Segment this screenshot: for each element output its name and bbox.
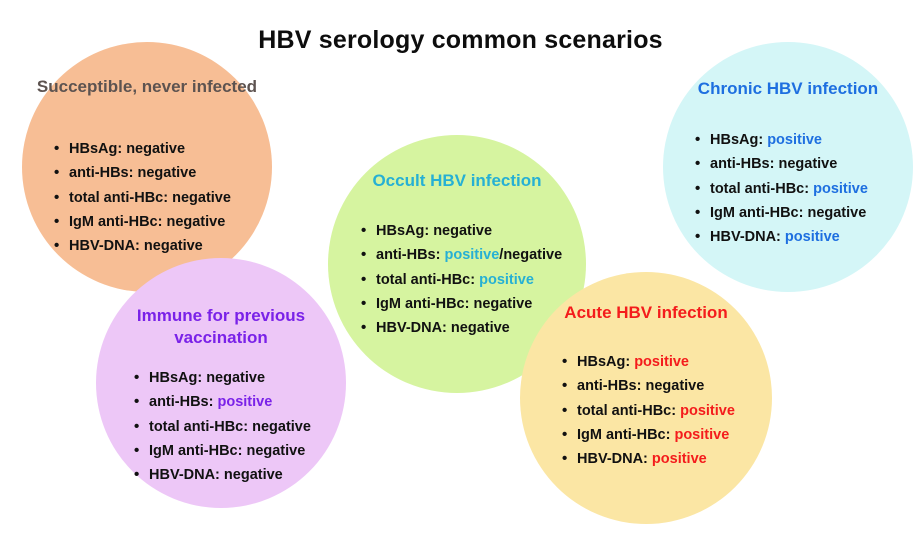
marker-label: HBV-DNA: xyxy=(149,467,224,484)
marker-row: anti-HBs: negative xyxy=(695,151,913,177)
marker-value: negative xyxy=(126,141,186,157)
marker-value: negative xyxy=(246,443,306,460)
marker-value: negative xyxy=(172,189,231,206)
marker-value: positive xyxy=(813,180,868,197)
marker-row: total anti-HBc: negative xyxy=(134,414,346,440)
marker-label: total anti-HBc: xyxy=(710,180,814,197)
marker-value: positive xyxy=(217,394,273,411)
marker-label: IgM anti-HBc: xyxy=(376,296,474,313)
marker-value-alt: negative xyxy=(503,247,563,264)
marker-label: HBsAg: xyxy=(376,223,434,239)
marker-value: negative xyxy=(143,238,203,255)
bubble-occult-heading: Occult HBV infection xyxy=(372,171,542,190)
marker-row: HBV-DNA: positive xyxy=(562,446,772,472)
bubble-immune: Immune for previous vaccination HBsAg: n… xyxy=(96,258,346,508)
marker-value: negative xyxy=(645,378,705,395)
marker-value: positive xyxy=(444,247,500,264)
marker-label: HBsAg: xyxy=(69,141,127,157)
marker-value: positive xyxy=(784,229,840,246)
marker-row: total anti-HBc: positive xyxy=(361,267,586,293)
marker-value: positive xyxy=(651,451,707,468)
marker-value: negative xyxy=(137,165,197,182)
marker-label: anti-HBs: xyxy=(577,378,646,395)
marker-label: HBV-DNA: xyxy=(710,229,785,246)
marker-row: HBsAg: negative xyxy=(54,136,272,162)
marker-label: total anti-HBc: xyxy=(577,402,681,419)
marker-label: anti-HBs: xyxy=(69,165,138,182)
marker-row: HBsAg: positive xyxy=(695,127,913,153)
marker-row: IgM anti-HBc: negative xyxy=(361,291,586,317)
marker-label: total anti-HBc: xyxy=(69,189,173,206)
marker-row: total anti-HBc: negative xyxy=(54,185,272,211)
marker-value: positive xyxy=(680,402,735,419)
marker-value: positive xyxy=(674,427,730,444)
marker-label: anti-HBs: xyxy=(376,247,445,264)
bubble-chronic-list: HBsAg: positiveanti-HBs: negativetotal a… xyxy=(663,127,913,250)
marker-label: IgM anti-HBc: xyxy=(710,205,808,222)
marker-value-separator: / xyxy=(499,247,504,264)
marker-value: negative xyxy=(223,467,283,484)
marker-row: HBsAg: negative xyxy=(361,218,586,244)
bubble-susceptible: Succeptible, never infected HBsAg: negat… xyxy=(22,42,272,292)
marker-label: total anti-HBc: xyxy=(376,271,480,288)
bubble-immune-heading: Immune for previous vaccination xyxy=(136,306,306,348)
marker-row: anti-HBs: negative xyxy=(562,373,772,399)
marker-value: negative xyxy=(433,223,493,239)
marker-row: total anti-HBc: positive xyxy=(695,176,913,202)
marker-value: negative xyxy=(778,156,838,173)
marker-value: positive xyxy=(634,354,689,370)
bubble-chronic-heading: Chronic HBV infection xyxy=(697,79,879,98)
marker-label: IgM anti-HBc: xyxy=(577,427,675,444)
bubble-acute: Acute HBV infection HBsAg: positiveanti-… xyxy=(520,272,772,524)
marker-row: HBV-DNA: negative xyxy=(54,233,272,259)
marker-row: IgM anti-HBc: negative xyxy=(54,209,272,235)
marker-row: HBsAg: positive xyxy=(562,349,772,375)
marker-value: positive xyxy=(767,132,822,148)
marker-label: HBV-DNA: xyxy=(577,451,652,468)
marker-row: HBV-DNA: positive xyxy=(695,224,913,250)
marker-label: anti-HBs: xyxy=(149,394,218,411)
marker-row: IgM anti-HBc: negative xyxy=(134,438,346,464)
marker-label: IgM anti-HBc: xyxy=(149,443,247,460)
marker-value: negative xyxy=(473,296,533,313)
bubble-occult: Occult HBV infection HBsAg: negativeanti… xyxy=(328,135,586,393)
marker-row: total anti-HBc: positive xyxy=(562,398,772,424)
marker-value: negative xyxy=(450,320,510,337)
marker-value: positive xyxy=(479,271,534,288)
bubble-acute-list: HBsAg: positiveanti-HBs: negativetotal a… xyxy=(520,349,772,472)
marker-row: anti-HBs: positive/negative xyxy=(361,242,586,268)
marker-label: HBsAg: xyxy=(710,132,768,148)
marker-label: HBV-DNA: xyxy=(69,238,144,255)
marker-row: anti-HBs: positive xyxy=(134,389,346,415)
marker-value: negative xyxy=(252,418,311,435)
bubble-immune-list: HBsAg: negativeanti-HBs: positivetotal a… xyxy=(96,365,346,488)
marker-value: negative xyxy=(206,370,266,386)
marker-label: IgM anti-HBc: xyxy=(69,214,167,231)
bubble-occult-list: HBsAg: negativeanti-HBs: positive/negati… xyxy=(328,218,586,341)
marker-label: HBsAg: xyxy=(577,354,635,370)
marker-row: HBV-DNA: negative xyxy=(134,462,346,488)
marker-row: HBsAg: negative xyxy=(134,365,346,391)
marker-label: anti-HBs: xyxy=(710,156,779,173)
marker-label: HBsAg: xyxy=(149,370,207,386)
marker-row: IgM anti-HBc: negative xyxy=(695,200,913,226)
bubble-chronic: Chronic HBV infection HBsAg: positiveant… xyxy=(663,42,913,292)
bubble-susceptible-list: HBsAg: negativeanti-HBs: negativetotal a… xyxy=(22,136,272,259)
marker-value: negative xyxy=(166,214,226,231)
bubble-acute-heading: Acute HBV infection xyxy=(564,303,728,322)
marker-label: HBV-DNA: xyxy=(376,320,451,337)
marker-label: total anti-HBc: xyxy=(149,418,253,435)
marker-row: IgM anti-HBc: positive xyxy=(562,422,772,448)
marker-value: negative xyxy=(807,205,867,222)
bubble-susceptible-heading: Succeptible, never infected xyxy=(36,77,258,96)
marker-row: anti-HBs: negative xyxy=(54,160,272,186)
marker-row: HBV-DNA: negative xyxy=(361,315,586,341)
